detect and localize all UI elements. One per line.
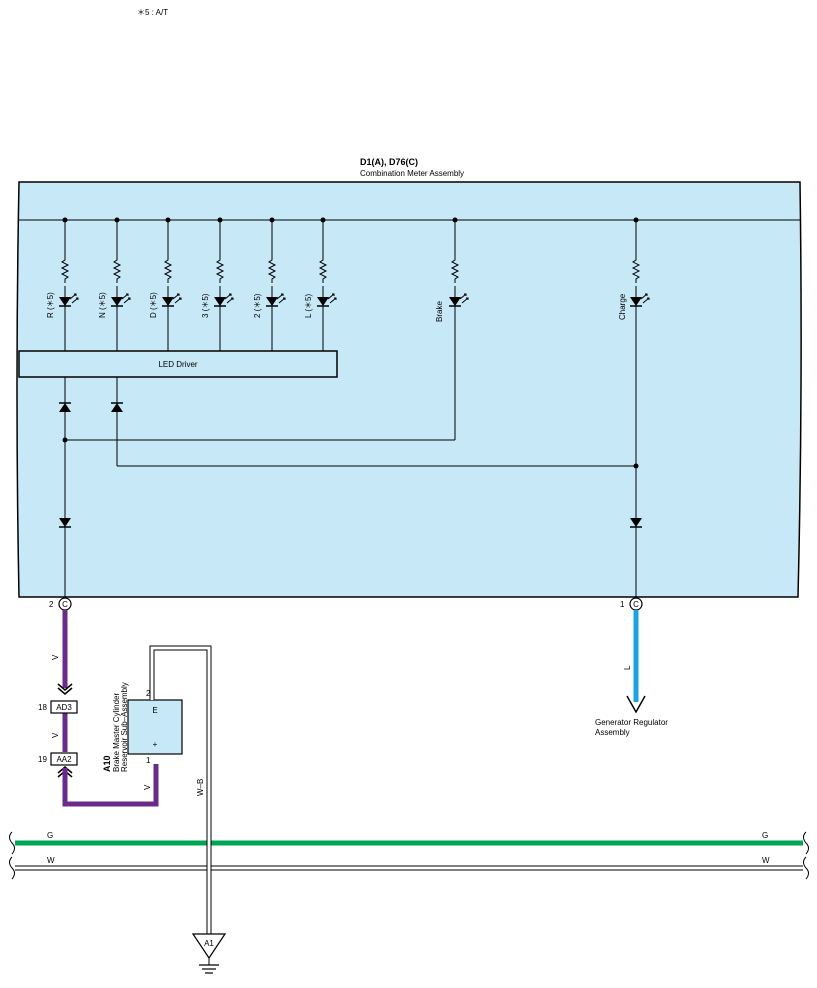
generator-label-2: Assembly bbox=[595, 728, 630, 737]
brake-reservoir-name-1: Brake Master Cylinder bbox=[112, 693, 121, 772]
wire-label-l: L bbox=[623, 665, 632, 670]
connector-aa2 bbox=[50, 752, 78, 766]
led-driver-box bbox=[18, 350, 338, 378]
wire-label-g-right: G bbox=[762, 831, 768, 840]
ground-a1-icon bbox=[191, 933, 227, 974]
white-bus-wire bbox=[9, 856, 809, 880]
wire-label-v-lower: V bbox=[143, 784, 152, 790]
wire-label-v-upper: V bbox=[51, 654, 60, 660]
wire-label-v-middle: V bbox=[51, 732, 60, 738]
svg-text:C: C bbox=[62, 600, 68, 609]
white-black-ground-wire bbox=[149, 645, 212, 934]
meter-pin-1-connector: C bbox=[629, 597, 643, 611]
ground-a1-label: A1 bbox=[204, 939, 214, 948]
light-blue-wire bbox=[626, 610, 646, 714]
wire-label-w-b: W–B bbox=[196, 779, 205, 796]
brake-reservoir-pin-e: 2 bbox=[146, 689, 151, 698]
indicator-label-2: 2 (＊5) bbox=[253, 293, 262, 318]
connector-aa2-label: AA2 bbox=[56, 755, 72, 764]
meter-pin-2-number: 2 bbox=[49, 600, 54, 609]
a-t-note: ＊5 : A/T bbox=[137, 8, 168, 17]
indicator-label-3: 3 (＊5) bbox=[201, 293, 210, 318]
green-bus-wire bbox=[9, 831, 809, 855]
svg-text:C: C bbox=[633, 600, 639, 609]
indicator-label-brake: Brake bbox=[435, 301, 444, 322]
indicator-label-charge: Charge bbox=[618, 293, 627, 320]
brake-reservoir-name-2: Reservoir Sub–Assembly bbox=[120, 682, 129, 772]
connector-ad3 bbox=[50, 700, 78, 714]
brake-reservoir-id: A10 bbox=[102, 755, 112, 772]
brake-indicator-branch bbox=[65, 217, 469, 441]
led-driver-label: LED Driver bbox=[158, 360, 197, 369]
indicator-label-d: D (＊5) bbox=[149, 292, 158, 318]
meter-pin-2-connector: C bbox=[58, 597, 72, 611]
charge-indicator-branch bbox=[117, 217, 650, 598]
brake-reservoir-terminal-plus: + bbox=[153, 740, 158, 749]
brake-reservoir-pin-plus: 1 bbox=[146, 756, 151, 765]
generator-label-1: Generator Regulator bbox=[595, 718, 668, 727]
gear-indicator-branches bbox=[58, 217, 337, 351]
combination-meter-box bbox=[16, 181, 802, 598]
wire-label-w-right: W bbox=[762, 856, 770, 865]
connector-ad3-label: AD3 bbox=[56, 703, 72, 712]
brake-reservoir-box bbox=[127, 699, 183, 755]
connector-ad3-pin: 18 bbox=[38, 703, 47, 712]
meter-pin-1-number: 1 bbox=[620, 600, 625, 609]
wire-label-w-left: W bbox=[47, 856, 55, 865]
connector-aa2-pin: 19 bbox=[38, 755, 47, 764]
indicator-label-l: L (＊5) bbox=[304, 294, 313, 318]
wire-label-g-left: G bbox=[47, 831, 53, 840]
violet-wire bbox=[57, 610, 159, 807]
indicator-label-r: R (＊5) bbox=[46, 292, 55, 318]
meter-name: Combination Meter Assembly bbox=[360, 169, 464, 178]
indicator-label-n: N (＊5) bbox=[98, 292, 107, 318]
left-diode-network bbox=[58, 377, 124, 598]
brake-reservoir-terminal-e: E bbox=[152, 706, 157, 715]
meter-connector-ids: D1(A), D76(C) bbox=[360, 157, 418, 167]
